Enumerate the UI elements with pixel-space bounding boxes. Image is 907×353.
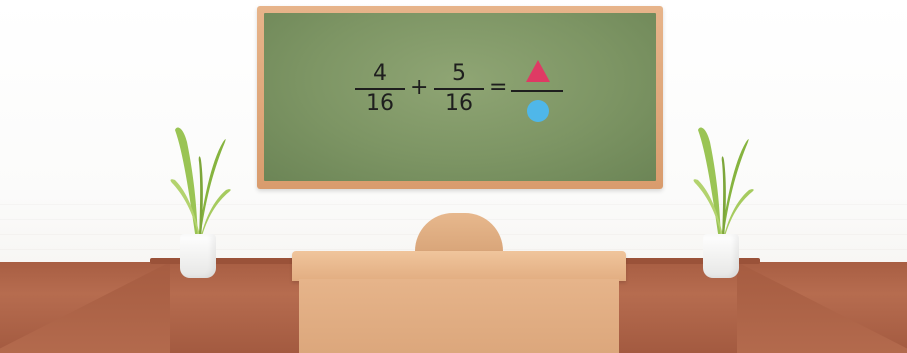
pot-right bbox=[703, 234, 739, 278]
pot-left bbox=[180, 234, 216, 278]
plant-left bbox=[165, 122, 235, 282]
plant-leaves-icon bbox=[170, 127, 231, 240]
plant-right bbox=[688, 122, 758, 282]
desk-body bbox=[299, 279, 619, 353]
desk-top bbox=[292, 251, 626, 281]
chalkboard bbox=[264, 13, 656, 181]
plant-leaves-icon bbox=[693, 127, 754, 240]
